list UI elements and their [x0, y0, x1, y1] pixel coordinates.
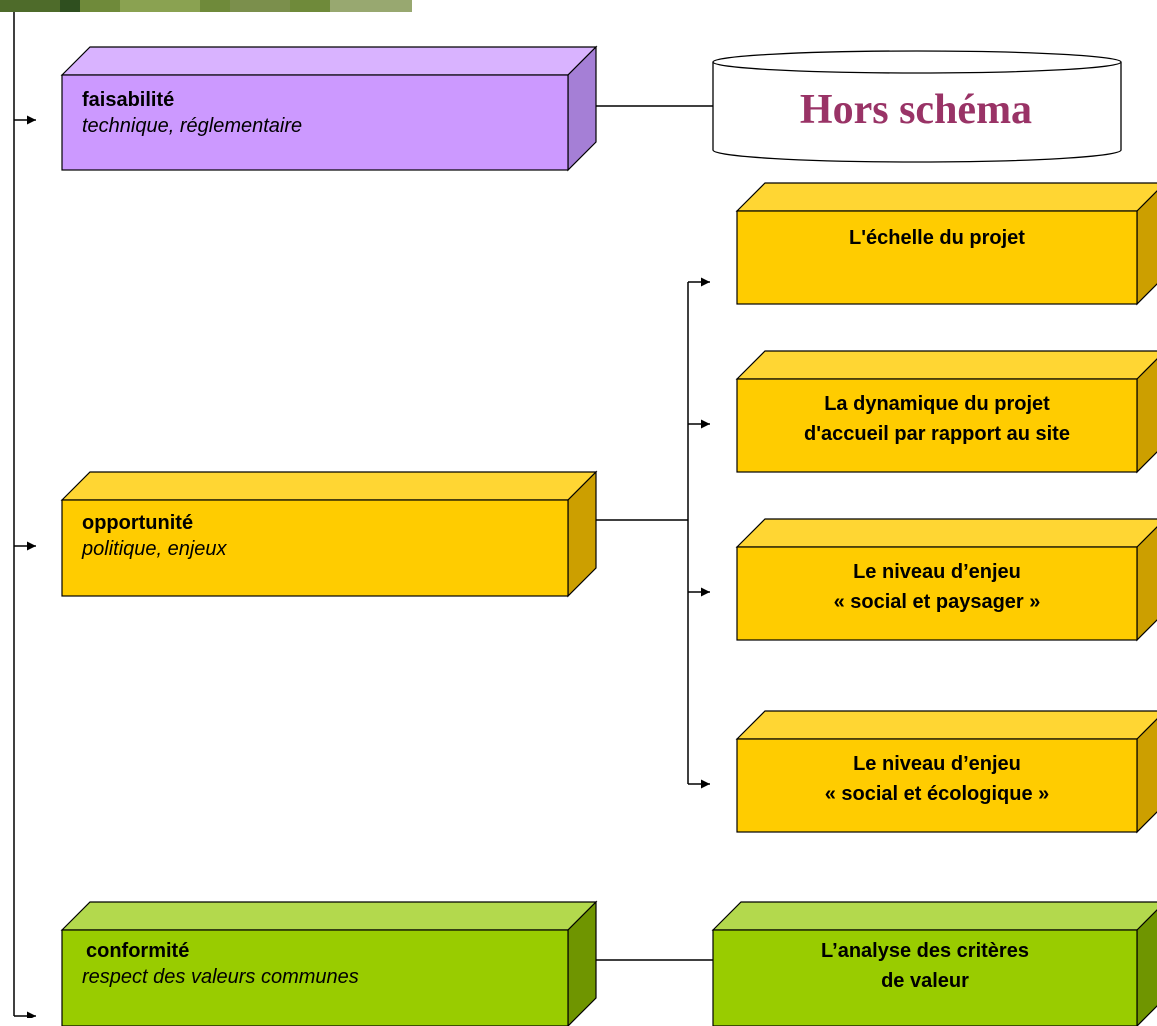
branch-box-analyse: L’analyse des critères de valeur — [711, 901, 1157, 1026]
faisabilite-box: faisabilité technique, réglementaire — [60, 45, 598, 172]
conformite-subtitle: respect des valeurs communes — [82, 966, 359, 988]
branch-box-analyse-3d — [711, 901, 1157, 1026]
branch-3-line1: Le niveau d’enjeu — [853, 561, 1021, 583]
conformite-box-3d — [60, 900, 598, 1026]
opportunite-subtitle: politique, enjeux — [82, 538, 227, 560]
conformite-box: conformité respect des valeurs communes — [60, 900, 598, 1026]
branch-box-echelle-3d — [735, 182, 1157, 306]
branch-box-dynamique-3d — [735, 350, 1157, 474]
conformite-title: conformité — [86, 940, 190, 962]
hors-schema-label: Hors schéma — [799, 87, 1033, 133]
branch-box-ecologique-3d — [735, 710, 1157, 834]
branch-4-line1: Le niveau d’enjeu — [853, 753, 1021, 775]
branch-box-paysager-3d — [735, 518, 1157, 642]
faisabilite-box-3d — [60, 45, 598, 172]
header-photo-strip — [0, 0, 412, 12]
faisabilite-title: faisabilité — [82, 89, 175, 111]
branch-2-line1: La dynamique du projet — [824, 393, 1050, 415]
branch-4-line2: « social et écologique » — [824, 783, 1050, 805]
opportunite-box-3d — [60, 470, 598, 598]
opportunite-title: opportunité — [82, 512, 194, 534]
branch-box-dynamique: La dynamique du projet d'accueil par rap… — [735, 350, 1157, 474]
branch-2-line2: d'accueil par rapport au site — [804, 423, 1070, 445]
analyse-line2: de valeur — [881, 970, 969, 992]
branch-box-paysager: Le niveau d’enjeu « social et paysager » — [735, 518, 1157, 642]
branch-box-ecologique: Le niveau d’enjeu « social et écologique… — [735, 710, 1157, 834]
analyse-line1: L’analyse des critères — [821, 940, 1029, 962]
branch-box-echelle: L'échelle du projet — [735, 182, 1157, 306]
branch-1-line1: L'échelle du projet — [849, 227, 1025, 249]
opportunite-box: opportunité politique, enjeux — [60, 470, 598, 598]
hors-schema-cylinder — [712, 50, 1122, 163]
faisabilite-subtitle: technique, réglementaire — [82, 115, 303, 137]
branch-3-line2: « social et paysager » — [833, 591, 1041, 613]
